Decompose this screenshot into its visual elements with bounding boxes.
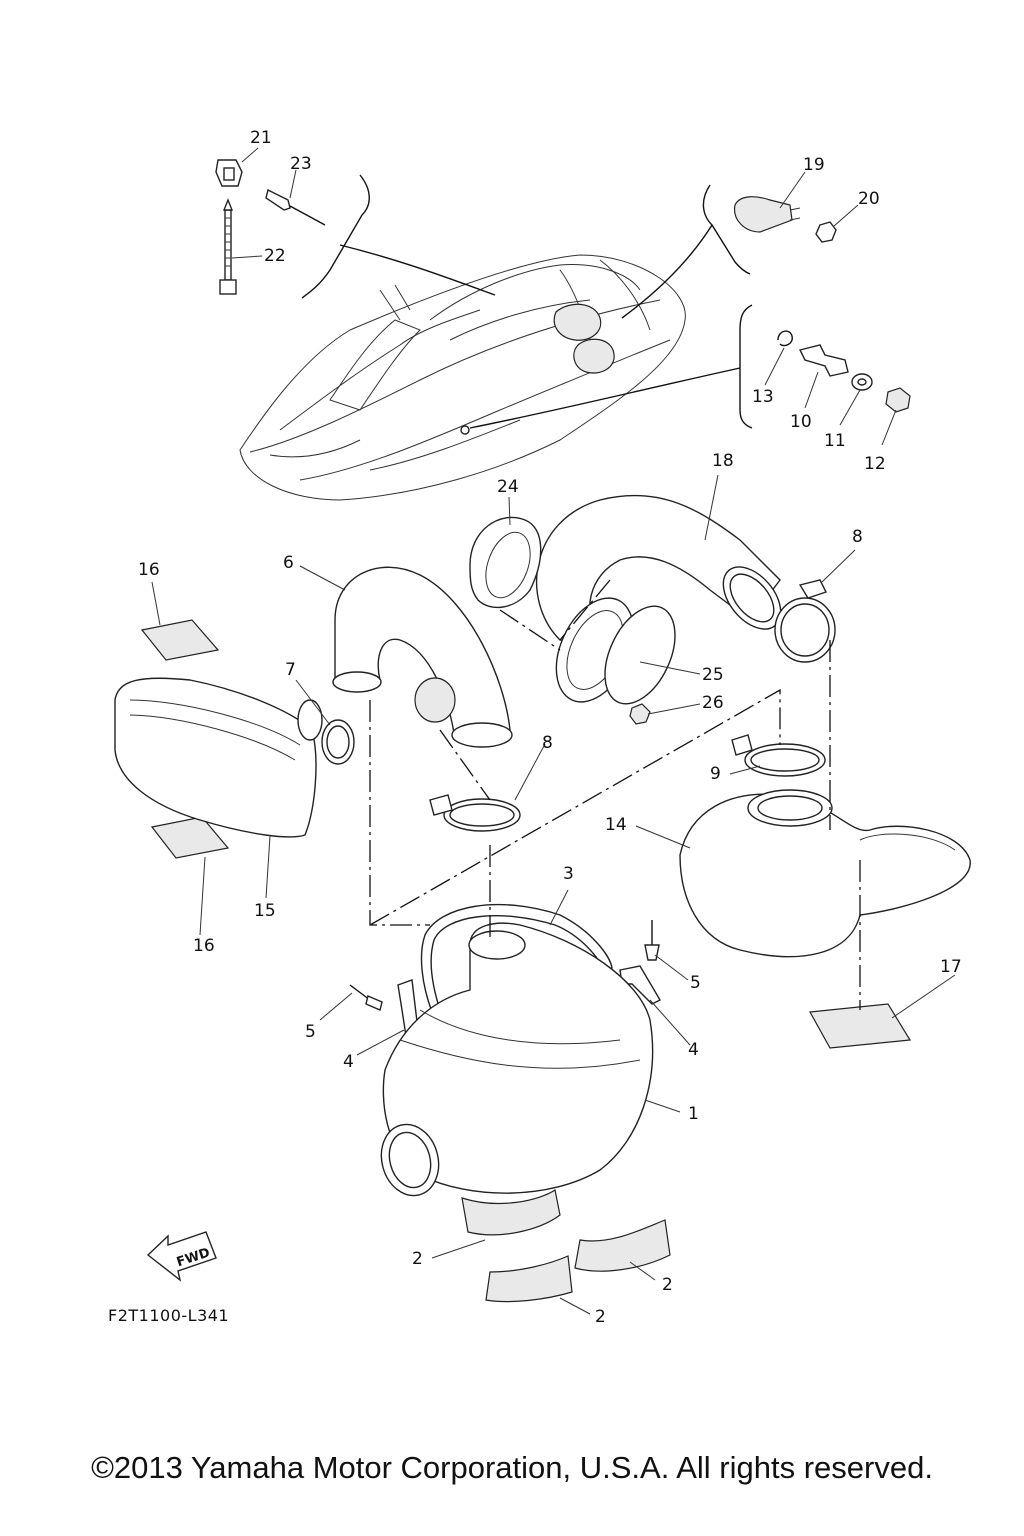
callout-21: 21	[250, 128, 272, 148]
part-5-rivet-left	[349, 984, 383, 1011]
callout-8-lower: 8	[542, 733, 553, 753]
detail-bracket-right	[702, 184, 751, 275]
part-26-bolt	[629, 703, 651, 725]
leader-lines	[151, 147, 956, 1315]
part-2-shield-b	[574, 1219, 671, 1272]
callout-4-left: 4	[343, 1052, 354, 1072]
part-8-clamp-lower	[429, 794, 521, 832]
fwd-arrow-icon: FWD	[146, 1231, 217, 1282]
detail-bracket-left	[301, 174, 370, 299]
part-22-cable-tie	[219, 198, 237, 295]
part-15-water-box	[114, 677, 323, 838]
part-25-screen-plate	[555, 597, 676, 705]
callout-2-c: 2	[595, 1307, 606, 1327]
callout-23: 23	[290, 154, 312, 174]
callout-6: 6	[283, 553, 294, 573]
callout-10: 10	[790, 412, 812, 432]
callout-5-left: 5	[305, 1022, 316, 1042]
part-21-clip	[215, 159, 243, 187]
part-2-shield-a	[461, 1189, 561, 1236]
callout-5-right: 5	[690, 973, 701, 993]
callout-1: 1	[688, 1104, 699, 1124]
part-1-muffler-body	[380, 922, 654, 1197]
callout-12: 12	[864, 454, 886, 474]
part-19-nozzle-cover	[733, 196, 801, 233]
part-2-shield-c	[485, 1255, 573, 1303]
callout-15: 15	[254, 901, 276, 921]
callout-14: 14	[605, 815, 627, 835]
callout-11: 11	[824, 431, 846, 451]
callout-8-upper: 8	[852, 527, 863, 547]
callout-4-right: 4	[688, 1040, 699, 1060]
diagram-code: F2T1100-L341	[108, 1306, 230, 1325]
callout-16-upper: 16	[138, 560, 160, 580]
part-6-elbow-pipe	[332, 566, 513, 748]
part-8-clamp-upper	[774, 579, 836, 663]
copyright-notice: ©2013 Yamaha Motor Corporation, U.S.A. A…	[91, 1450, 933, 1485]
callout-19: 19	[803, 155, 825, 175]
part-17-pad	[809, 1003, 912, 1049]
callout-22: 22	[264, 246, 286, 266]
part-10-fitting	[798, 344, 849, 377]
part-14-muffler	[679, 789, 971, 958]
callout-20: 20	[858, 189, 880, 209]
part-11-washer	[851, 373, 873, 391]
part-12-nut	[885, 387, 911, 413]
callout-9: 9	[710, 764, 721, 784]
part-23-rivet	[265, 188, 326, 226]
part-5-rivet-right	[644, 920, 660, 961]
callout-7: 7	[285, 660, 296, 680]
part-16-pad-lower	[150, 816, 230, 859]
callout-24: 24	[497, 477, 519, 497]
callout-numbers: 21 23 22 19 20 13 10 11 12 18 24 8 16 6 …	[138, 128, 962, 1327]
watercraft-overview	[239, 254, 686, 501]
callout-16-lower: 16	[193, 936, 215, 956]
part-7-clamp	[321, 719, 355, 765]
callout-17: 17	[940, 957, 962, 977]
callout-25: 25	[702, 665, 724, 685]
part-9-clamp	[731, 734, 826, 777]
callout-13: 13	[752, 387, 774, 407]
part-13-clip	[777, 330, 793, 347]
part-18-exhaust-pipe	[535, 494, 782, 646]
part-20-nut	[815, 221, 837, 243]
detail-bracket-fitting	[739, 304, 753, 429]
assembly-guide-lines	[369, 579, 861, 1010]
part-16-pad-upper	[140, 619, 220, 661]
callout-18: 18	[712, 451, 734, 471]
callout-2-a: 2	[412, 1249, 423, 1269]
callout-2-b: 2	[662, 1275, 673, 1295]
part-24-flange	[469, 516, 542, 609]
callout-26: 26	[702, 693, 724, 713]
callout-3: 3	[563, 864, 574, 884]
